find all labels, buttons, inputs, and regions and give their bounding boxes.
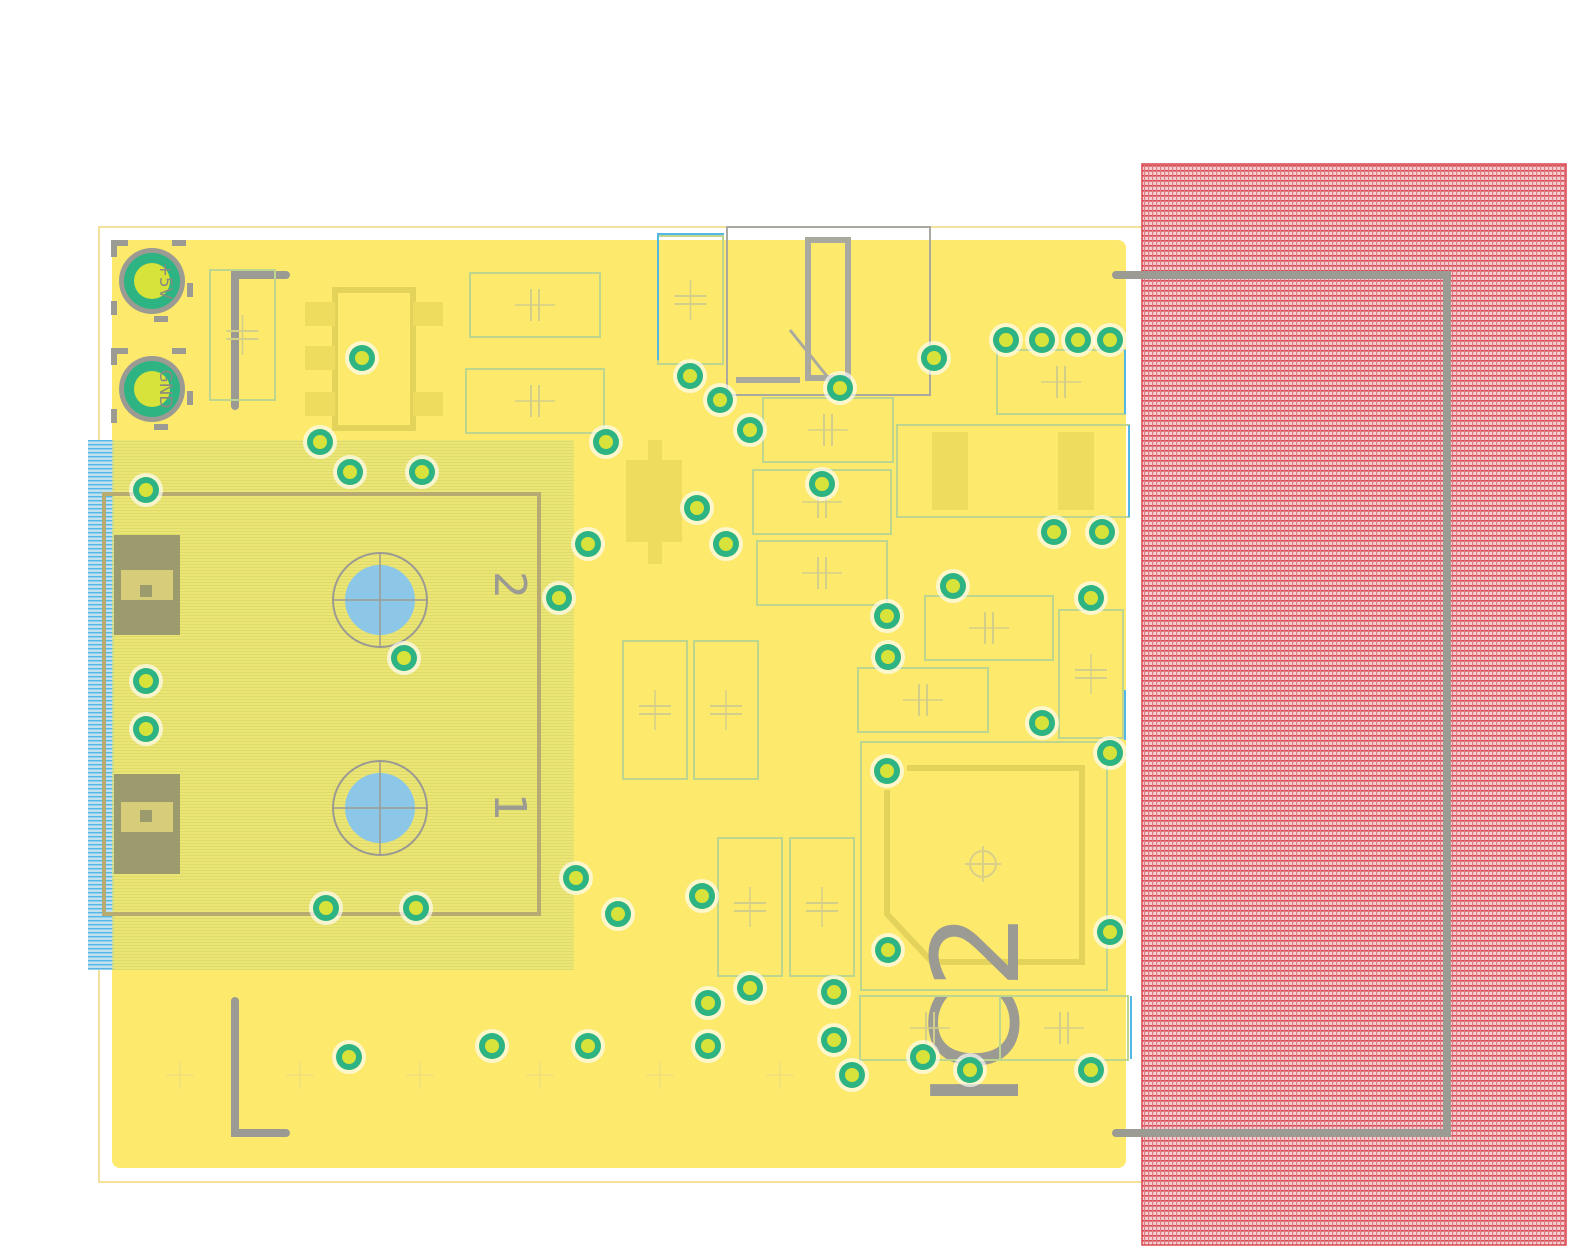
via: [733, 971, 767, 1005]
via: [1074, 581, 1108, 615]
via: [542, 581, 576, 615]
bottom-layer-traces: [657, 233, 1132, 1059]
via: [936, 569, 970, 603]
via: [989, 323, 1023, 357]
fab-crosshair: [526, 1061, 554, 1089]
via: [805, 467, 839, 501]
via: [917, 341, 951, 375]
via: [601, 897, 635, 931]
diode-footprint: [626, 440, 682, 564]
passive-outline: [999, 995, 1129, 1061]
via: [1074, 1053, 1108, 1087]
via: [475, 1029, 509, 1063]
via: [1093, 915, 1127, 949]
fab-crosshair: [406, 1061, 434, 1089]
via: [589, 425, 623, 459]
passive-outline: [756, 540, 888, 606]
via: [906, 1040, 940, 1074]
via: [1093, 323, 1127, 357]
via: [817, 975, 851, 1009]
mounting-hole: [332, 760, 428, 856]
pin-label-1: 1: [484, 793, 535, 821]
passive-outline: [465, 368, 605, 434]
via: [953, 1053, 987, 1087]
via: [1037, 515, 1071, 549]
via: [1085, 515, 1119, 549]
via: [817, 1023, 851, 1057]
test-point-label: GND: [155, 370, 175, 409]
via: [405, 455, 439, 489]
keepout-zone: [1141, 163, 1567, 1246]
fab-crosshair: [766, 1061, 794, 1089]
via: [691, 986, 725, 1020]
fab-crosshairs: [166, 1061, 794, 1089]
via: [399, 891, 433, 925]
via: [871, 933, 905, 967]
fab-crosshair: [166, 1061, 194, 1089]
passive-outline: [789, 837, 855, 977]
passive-outline: [209, 269, 276, 401]
pin-label-2: 2: [484, 571, 535, 599]
test-point-label: +5V: [155, 263, 175, 300]
via: [1025, 323, 1059, 357]
usb-connector-footprint: 2 1: [88, 440, 574, 970]
test-point-bottom[interactable]: GND: [111, 348, 193, 430]
via: [685, 879, 719, 913]
via: [387, 641, 421, 675]
via: [129, 473, 163, 507]
passive-outline: [857, 667, 989, 733]
passive-outline: [924, 595, 1054, 661]
inductor-footprint: [896, 424, 1130, 518]
via: [1025, 706, 1059, 740]
passive-outline: [622, 640, 688, 780]
via: [680, 491, 714, 525]
via: [309, 891, 343, 925]
via: [870, 754, 904, 788]
via: [1093, 736, 1127, 770]
via: [345, 341, 379, 375]
via: [129, 712, 163, 746]
via: [303, 425, 337, 459]
via: [571, 1029, 605, 1063]
via: [703, 383, 737, 417]
via: [823, 371, 857, 405]
mounting-hole: [332, 552, 428, 648]
ic2-package: [860, 741, 1108, 991]
passive-outline: [469, 272, 601, 338]
fab-crosshair: [286, 1061, 314, 1089]
vias: [129, 323, 1127, 1092]
via: [332, 1040, 366, 1074]
via: [129, 664, 163, 698]
via: [673, 359, 707, 393]
passive-outline: [693, 640, 759, 780]
via: [1061, 323, 1095, 357]
fab-crosshair: [646, 1061, 674, 1089]
sot23-package: [305, 287, 443, 431]
via: [559, 861, 593, 895]
via: [691, 1029, 725, 1063]
via: [733, 413, 767, 447]
via: [333, 455, 367, 489]
test-point-top[interactable]: +5V: [111, 240, 193, 322]
via: [835, 1058, 869, 1092]
via: [709, 527, 743, 561]
via: [870, 599, 904, 633]
via: [571, 527, 605, 561]
silkscreen-brackets: [231, 271, 1451, 1137]
via: [871, 640, 905, 674]
